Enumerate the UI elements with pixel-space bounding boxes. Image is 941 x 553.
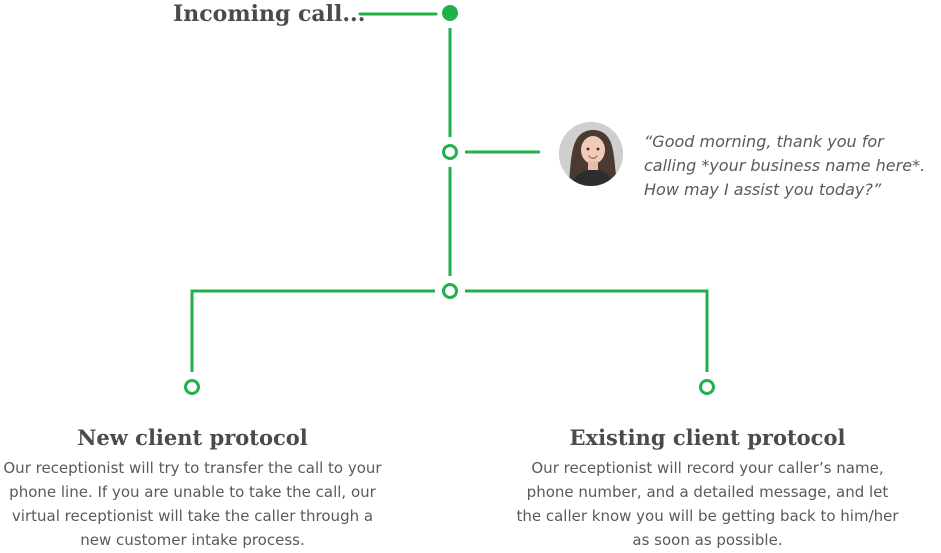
greeting-quote: “Good morning, thank you for calling *yo… <box>644 132 926 199</box>
incoming-call-title: Incoming call... <box>173 1 366 27</box>
new-client-title: New client protocol <box>77 425 308 450</box>
node-greeting <box>442 144 458 160</box>
existing-client-title: Existing client protocol <box>569 425 846 450</box>
receptionist-avatar-icon <box>559 122 623 186</box>
branch-left <box>190 289 435 372</box>
node-incoming-filled <box>442 5 458 21</box>
node-split <box>442 283 458 299</box>
branch-right <box>465 289 709 372</box>
node-existing-client <box>699 379 715 395</box>
new-client-description: Our receptionist will try to transfer th… <box>3 459 382 549</box>
existing-client-description: Our receptionist will record your caller… <box>516 459 899 549</box>
node-new-client <box>184 379 200 395</box>
